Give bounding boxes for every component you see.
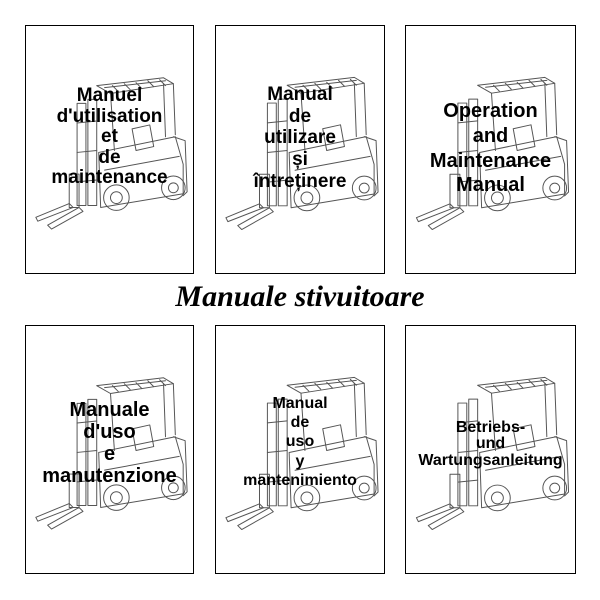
forklift-icon xyxy=(415,76,570,231)
manual-cover-romanian[interactable]: Manual de utilizare și întreținere xyxy=(215,25,385,274)
cover-title-german: Betriebs- und Wartungsanleitung xyxy=(406,419,575,469)
cover-line: Manuel xyxy=(76,85,143,106)
manual-cover-spanish[interactable]: Manual de uso y mantenimiento xyxy=(215,325,385,574)
cover-line: y xyxy=(295,452,305,470)
cover-line: Maintenance xyxy=(429,149,552,172)
forklift-icon xyxy=(415,376,570,531)
manual-cover-french[interactable]: Manuel d'utilisation et de maintenance xyxy=(25,25,194,274)
cover-line: utilizare xyxy=(264,127,336,149)
manual-cover-german[interactable]: Betriebs- und Wartungsanleitung xyxy=(405,325,576,574)
forklift-icon xyxy=(225,76,379,231)
forklift-icon xyxy=(35,377,188,530)
cover-title-italian: Manuale d'uso e manutenzione xyxy=(26,399,193,487)
cover-line: und xyxy=(475,435,506,453)
cover-line: Operation xyxy=(443,100,538,122)
cover-title-romanian: Manual de utilizare și întreținere xyxy=(216,84,384,192)
cover-line: mantenimiento xyxy=(243,471,357,489)
cover-line: de xyxy=(288,105,312,127)
forklift-icon xyxy=(225,376,379,531)
cover-title-spanish: Manual de uso y mantenimiento xyxy=(216,394,384,490)
cover-line: de xyxy=(98,146,121,168)
manual-cover-english[interactable]: Operation and Maintenance Manual xyxy=(405,25,576,274)
cover-line: manutenzione xyxy=(42,465,177,487)
cover-line: uso xyxy=(285,433,315,451)
cover-line: e xyxy=(103,443,116,465)
page-title: Manuale stivuitoare xyxy=(175,280,425,313)
cover-line: Manual xyxy=(272,395,328,412)
cover-line: Manual xyxy=(267,84,333,105)
manual-cover-italian[interactable]: Manuale d'uso e manutenzione xyxy=(25,325,194,574)
cover-line: Manual xyxy=(456,174,525,197)
cover-line: Manuale xyxy=(69,399,150,421)
cover-line: et xyxy=(101,126,118,148)
cover-line: maintenance xyxy=(51,167,168,189)
cover-line: Betriebs- xyxy=(455,419,526,436)
forklift-icon xyxy=(35,77,188,230)
cover-line: d'uso xyxy=(83,421,136,443)
cover-line: și xyxy=(292,148,308,170)
cover-title-french: Manuel d'utilisation et de maintenance xyxy=(26,85,193,189)
cover-line: întreținere xyxy=(253,170,347,192)
cover-title-english: Operation and Maintenance Manual xyxy=(406,99,575,198)
cover-line: d'utilisation xyxy=(56,105,163,127)
cover-line: de xyxy=(290,414,310,432)
cover-line: and xyxy=(472,124,509,147)
cover-line: Wartungsanleitung xyxy=(418,451,563,469)
